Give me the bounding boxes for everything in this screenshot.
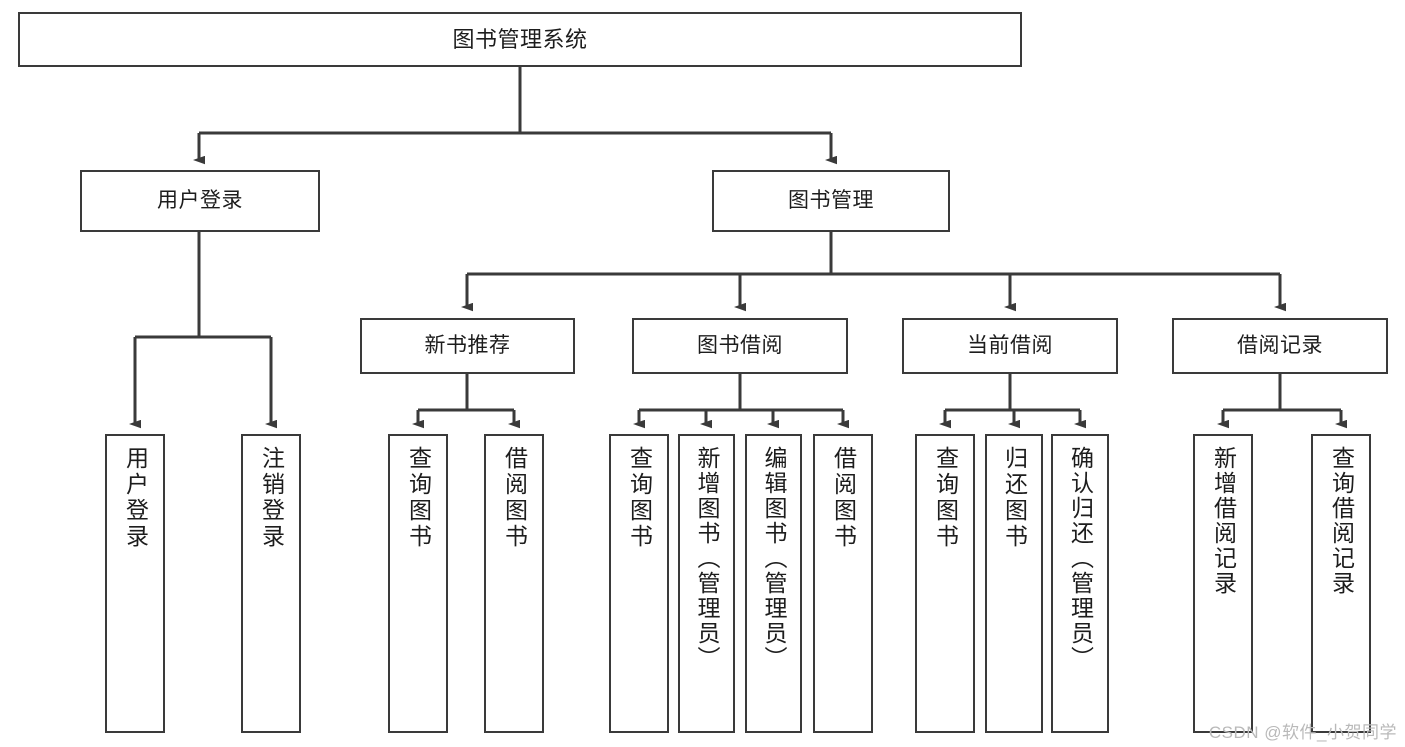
- leaf-confirm-return[interactable]: 确认归还（管理员）: [1051, 434, 1109, 733]
- node-label: 借阅记录: [1237, 333, 1323, 357]
- node-label: 确认归还（管理员）: [1067, 446, 1094, 671]
- node-label: 图书借阅: [697, 333, 783, 357]
- node-label: 新增图书（管理员）: [694, 446, 720, 671]
- node-book-borrow[interactable]: 图书借阅: [632, 318, 848, 374]
- leaf-borrow-book-2[interactable]: 借阅图书: [813, 434, 873, 733]
- node-label: 查询图书: [932, 446, 959, 550]
- node-label: 归还图书: [1001, 446, 1028, 550]
- node-label: 借阅图书: [830, 446, 857, 550]
- node-label: 新增借阅记录: [1210, 446, 1237, 596]
- node-label: 当前借阅: [967, 333, 1053, 357]
- node-label: 用户登录: [122, 446, 149, 550]
- node-borrow-record[interactable]: 借阅记录: [1172, 318, 1388, 374]
- leaf-query-book-2[interactable]: 查询图书: [609, 434, 669, 733]
- leaf-edit-book[interactable]: 编辑图书（管理员）: [745, 434, 802, 733]
- node-label: 注销登录: [258, 446, 285, 550]
- leaf-add-record[interactable]: 新增借阅记录: [1193, 434, 1253, 733]
- node-current-borrow[interactable]: 当前借阅: [902, 318, 1118, 374]
- leaf-return-book[interactable]: 归还图书: [985, 434, 1043, 733]
- node-label: 新书推荐: [424, 333, 511, 357]
- leaf-query-book-3[interactable]: 查询图书: [915, 434, 975, 733]
- node-label: 图书管理系统: [452, 26, 588, 52]
- leaf-borrow-book-1[interactable]: 借阅图书: [484, 434, 544, 733]
- node-book-manage[interactable]: 图书管理: [712, 170, 950, 232]
- node-new-book-rec[interactable]: 新书推荐: [360, 318, 575, 374]
- leaf-query-book-1[interactable]: 查询图书: [388, 434, 448, 733]
- leaf-query-record[interactable]: 查询借阅记录: [1311, 434, 1371, 733]
- node-label: 用户登录: [157, 188, 243, 212]
- leaf-add-book[interactable]: 新增图书（管理员）: [678, 434, 735, 733]
- node-label: 图书管理: [788, 188, 874, 212]
- node-label: 查询图书: [626, 446, 653, 550]
- node-root-system[interactable]: 图书管理系统: [18, 12, 1022, 67]
- node-label: 借阅图书: [501, 446, 528, 550]
- leaf-logout[interactable]: 注销登录: [241, 434, 301, 733]
- node-label: 编辑图书（管理员）: [761, 446, 787, 671]
- node-label: 查询借阅记录: [1328, 446, 1355, 596]
- node-label: 查询图书: [405, 446, 432, 550]
- node-user-login[interactable]: 用户登录: [80, 170, 320, 232]
- leaf-user-login[interactable]: 用户登录: [105, 434, 165, 733]
